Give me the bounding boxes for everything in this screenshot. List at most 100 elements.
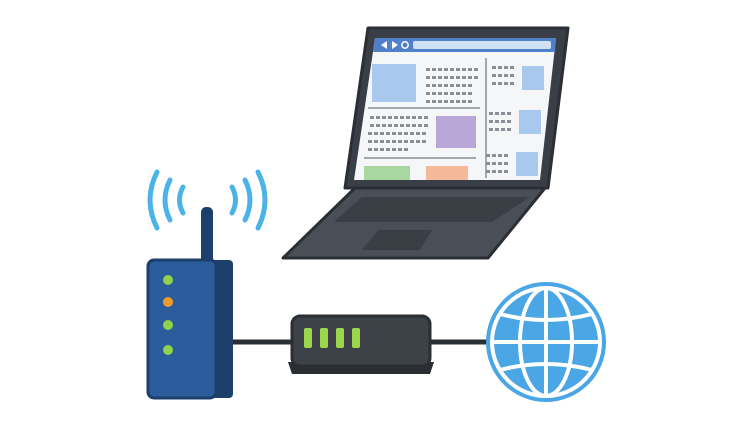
text-dash <box>380 132 384 135</box>
text-dash <box>426 76 430 79</box>
text-dash <box>374 132 378 135</box>
text-dash <box>370 116 374 119</box>
text-dash <box>492 82 496 85</box>
modem-body <box>290 314 432 368</box>
text-dash <box>489 112 493 115</box>
text-dash <box>398 140 402 143</box>
text-dash <box>438 84 442 87</box>
text-dash <box>510 82 514 85</box>
text-dash <box>438 68 442 71</box>
content-card-blue-small <box>516 152 538 176</box>
text-dash <box>450 76 454 79</box>
text-dash <box>462 68 466 71</box>
text-dash <box>382 124 386 127</box>
text-dash <box>504 82 508 85</box>
text-dash <box>368 140 372 143</box>
text-dash <box>432 92 436 95</box>
text-dash <box>386 148 390 151</box>
text-dash <box>392 148 396 151</box>
wifi-wave-left-inner <box>177 184 186 216</box>
globe-icon <box>486 282 606 402</box>
wifi-router-icon <box>146 207 233 400</box>
text-dash <box>432 100 436 103</box>
text-dash <box>456 68 460 71</box>
text-dash <box>412 124 416 127</box>
content-card-blue-small <box>519 110 541 134</box>
text-dash <box>398 148 402 151</box>
text-dash <box>380 140 384 143</box>
text-dash <box>410 132 414 135</box>
text-dash <box>438 100 442 103</box>
text-dash <box>388 124 392 127</box>
router-led <box>163 320 173 330</box>
content-card-green <box>364 166 410 180</box>
text-dash <box>495 120 499 123</box>
placeholder-text <box>368 66 514 173</box>
text-dash <box>412 116 416 119</box>
wifi-signal-icon <box>147 169 268 231</box>
text-dash <box>507 112 511 115</box>
text-dash <box>368 148 372 151</box>
text-dash <box>424 116 428 119</box>
router-led <box>163 345 173 355</box>
text-dash <box>404 148 408 151</box>
wifi-wave-left-outer <box>147 169 160 231</box>
text-dash <box>404 140 408 143</box>
text-dash <box>450 68 454 71</box>
text-dash <box>406 124 410 127</box>
text-dash <box>450 84 454 87</box>
text-dash <box>370 124 374 127</box>
text-dash <box>450 100 454 103</box>
modem-icon <box>288 314 434 374</box>
text-dash <box>456 76 460 79</box>
text-dash <box>486 170 490 173</box>
text-dash <box>492 162 496 165</box>
text-dash <box>432 84 436 87</box>
modem-led <box>352 328 360 348</box>
text-dash <box>444 92 448 95</box>
text-dash <box>462 92 466 95</box>
text-dash <box>406 116 410 119</box>
text-dash <box>456 100 460 103</box>
modem-led <box>336 328 344 348</box>
text-dash <box>432 76 436 79</box>
back-arrow-icon <box>381 41 387 49</box>
text-dash <box>474 68 478 71</box>
text-dash <box>400 116 404 119</box>
text-dash <box>394 124 398 127</box>
text-dash <box>376 124 380 127</box>
text-dash <box>462 84 466 87</box>
laptop-icon <box>281 26 570 260</box>
text-dash <box>450 92 454 95</box>
text-dash <box>489 120 493 123</box>
text-dash <box>394 116 398 119</box>
text-dash <box>400 124 404 127</box>
text-dash <box>474 76 478 79</box>
text-dash <box>386 140 390 143</box>
modem-led <box>320 328 328 348</box>
text-dash <box>444 84 448 87</box>
text-dash <box>376 116 380 119</box>
text-dash <box>507 128 511 131</box>
wifi-wave-left-mid <box>162 177 173 223</box>
globe-grid-lines <box>490 286 602 398</box>
text-dash <box>462 76 466 79</box>
text-dash <box>444 76 448 79</box>
text-dash <box>489 128 493 131</box>
content-card-blue <box>372 64 416 102</box>
text-dash <box>468 68 472 71</box>
text-dash <box>492 66 496 69</box>
laptop-keyboard <box>334 197 530 222</box>
text-dash <box>492 154 496 157</box>
address-bar <box>413 41 551 49</box>
wifi-wave-right-mid <box>242 177 253 223</box>
text-dash <box>444 100 448 103</box>
text-dash <box>492 74 496 77</box>
text-dash <box>374 140 378 143</box>
text-dash <box>498 170 502 173</box>
router-led <box>163 297 173 307</box>
content-card-orange <box>426 166 468 180</box>
text-dash <box>382 116 386 119</box>
text-dash <box>504 74 508 77</box>
forward-arrow-icon <box>392 41 398 49</box>
